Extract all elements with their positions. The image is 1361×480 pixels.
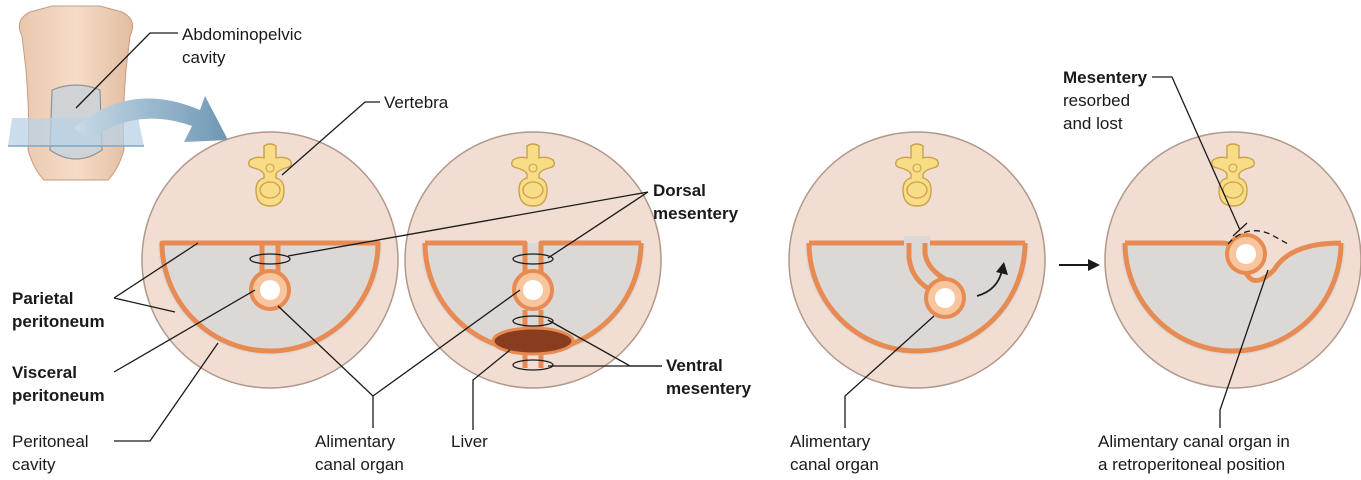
mesentery-resorbed-label-1: Mesentery [1063, 68, 1148, 87]
alimentary-canal-label-2a: Alimentary [790, 432, 871, 451]
abdominopelvic-label-2: cavity [182, 48, 226, 67]
disc-3 [789, 132, 1045, 388]
retroperitoneal-label-2: a retroperitoneal position [1098, 455, 1285, 474]
parietal-peritoneum-label-1: Parietal [12, 289, 73, 308]
torso-illustration [8, 6, 144, 180]
disc-1 [142, 132, 398, 388]
alimentary-canal-label-1b: canal organ [315, 455, 404, 474]
ventral-mesentery-label-1: Ventral [666, 356, 723, 375]
dorsal-mesentery-label-1: Dorsal [653, 181, 706, 200]
retroperitoneal-label-1: Alimentary canal organ in [1098, 432, 1290, 451]
visceral-peritoneum-label-2: peritoneum [12, 386, 105, 405]
mesentery-resorbed-label-3: and lost [1063, 114, 1123, 133]
alimentary-canal-label-1a: Alimentary [315, 432, 396, 451]
abdominopelvic-label-1: Abdominopelvic [182, 25, 303, 44]
ventral-mesentery-label-2: mesentery [666, 379, 752, 398]
transition-arrow [1059, 259, 1100, 271]
vertebra-label: Vertebra [384, 93, 449, 112]
peritoneal-cavity-label-2: cavity [12, 455, 56, 474]
mesentery-resorbed-label-2: resorbed [1063, 91, 1130, 110]
disc-2 [405, 132, 661, 388]
alimentary-canal-label-2b: canal organ [790, 455, 879, 474]
disc-4 [1105, 132, 1361, 388]
visceral-peritoneum-label-1: Visceral [12, 363, 77, 382]
parietal-peritoneum-label-2: peritoneum [12, 312, 105, 331]
peritoneal-cavity-label-1: Peritoneal [12, 432, 89, 451]
liver-label: Liver [451, 432, 488, 451]
dorsal-mesentery-label-2: mesentery [653, 204, 739, 223]
